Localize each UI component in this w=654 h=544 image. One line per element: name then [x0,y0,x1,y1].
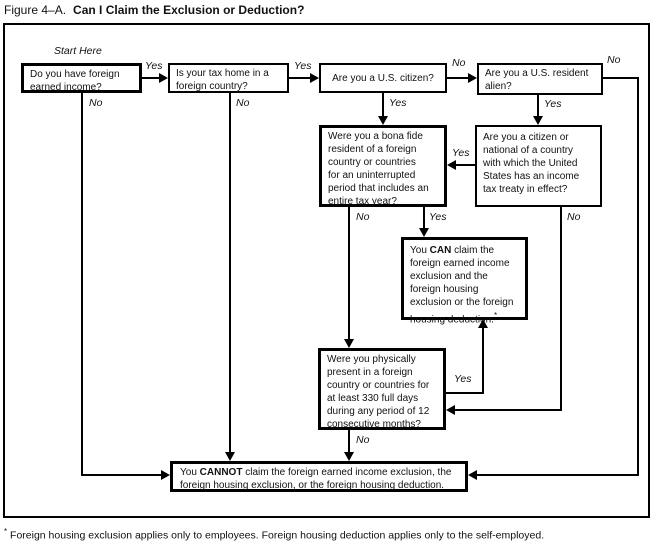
connector-citizen-alien [447,77,469,79]
label-yes-taxhome: Yes [294,60,312,72]
figure-heading: Can I Claim the Exclusion or Deduction? [73,3,305,17]
node-bona-fide-resident: Were you a bona fide resident of a forei… [319,125,447,207]
label-no-physical: No [356,434,370,446]
figure-number: Figure 4–A. [4,3,67,17]
connector-physical-yes-h [444,392,484,394]
connector-treaty-no-v [560,207,562,411]
connector-alien-no-v [637,77,639,476]
node-resident-alien: Are you a U.S. resident alien? [477,63,603,95]
node-foreign-earned-income: Do you have foreign earned income? [21,63,142,93]
connector-alien-no-h [601,77,639,79]
arrowhead-alien-treaty [533,116,543,125]
figure-title: Figure 4–A. Can I Claim the Exclusion or … [4,3,304,17]
node-tax-treaty: Are you a citizen or national of a count… [475,125,602,207]
cannot-claim-emph: CANNOT [199,467,243,478]
label-yes-citizen: Yes [389,97,407,109]
label-yes-alien: Yes [544,98,562,110]
connector-physical-yes-v [482,327,484,394]
connector-bonafide-no-v [348,207,350,340]
start-here-label: Start Here [54,45,102,57]
arrowhead-citizen-alien [468,73,477,83]
connector-alien-no-to-cannot [477,474,639,476]
label-yes-bonafide: Yes [429,211,447,223]
arrowhead-bonafide-yes-can [419,228,429,237]
arrowhead-citizen-bonafide [378,116,388,125]
label-no-citizen: No [452,57,466,69]
connector-income-no-h [81,474,161,476]
arrowhead-alien-no-cannot [468,470,477,480]
connector-taxhome-citizen [289,77,311,79]
label-no-taxhome: No [236,97,250,109]
connector-taxhome-no-v [229,93,231,453]
connector-bonafide-yes-v [423,207,425,230]
label-no-income: No [89,97,103,109]
connector-income-no-v [81,93,83,476]
connector-income-taxhome [142,77,160,79]
footnote-marker: * [4,527,8,536]
arrowhead-income-taxhome [159,73,168,83]
label-no-alien: No [607,54,621,66]
node-cannot-claim: You CANNOT claim the foreign earned inco… [170,461,468,492]
label-yes-physical: Yes [454,373,472,385]
can-claim-post: claim the foreign earned income exclusio… [410,245,514,326]
connector-alien-treaty [537,95,539,117]
can-claim-footnote-marker: * [493,311,498,320]
chart-border [3,23,650,518]
label-yes-income: Yes [145,60,163,72]
cannot-claim-pre: You [180,467,200,478]
arrowhead-treaty-bonafide [447,160,456,170]
arrowhead-treaty-no-physical [446,405,455,415]
node-tax-home: Is your tax home in a foreign country? [168,63,289,93]
label-no-bonafide: No [356,211,370,223]
arrowhead-physical-no-cannot [344,452,354,461]
node-us-citizen: Are you a U.S. citizen? [319,63,447,93]
can-claim-pre: You [410,245,430,256]
footnote: * Foreign housing exclusion applies only… [4,525,544,543]
cannot-claim-post: claim the foreign earned income exclusio… [180,467,452,491]
arrowhead-taxhome-citizen [310,73,319,83]
footnote-text: Foreign housing exclusion applies only t… [7,529,545,542]
connector-treaty-bonafide [455,164,475,166]
arrowhead-income-no-cannot [161,470,170,480]
node-can-claim: You CAN claim the foreign earned income … [401,237,528,325]
arrowhead-taxhome-no-cannot [225,452,235,461]
can-claim-emph: CAN [429,245,452,256]
label-no-treaty: No [567,211,581,223]
connector-physical-no-v [348,428,350,453]
node-physical-presence: Were you physically present in a foreign… [318,348,446,430]
arrowhead-physical-yes-can [478,319,488,328]
connector-citizen-bonafide [382,93,384,117]
connector-treaty-no-h [455,409,562,411]
label-yes-treaty: Yes [452,147,470,159]
arrowhead-bonafide-no-physical [344,339,354,348]
